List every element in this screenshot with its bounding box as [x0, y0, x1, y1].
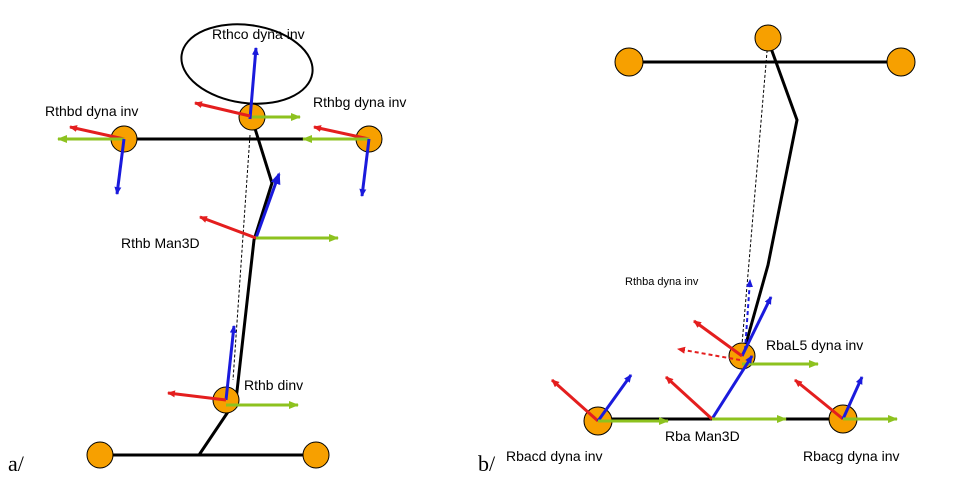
label-rba-man3d: Rba Man3D [665, 428, 740, 444]
b-right-hip-blue-arrow [841, 376, 864, 420]
label-rthbg: Rthbg dyna inv [313, 94, 406, 110]
head-ellipse [180, 23, 314, 105]
b-left-hip-blue-arrow [596, 374, 633, 422]
b-l5-blue-arrow [740, 296, 773, 357]
joint-right-hip [302, 441, 330, 469]
panel-a: Rthco dyna inv Rthbd dyna inv Rthbg dyna… [8, 23, 406, 476]
panel-b: Rthba dyna inv RbaL5 dyna inv Rba Man3D … [478, 24, 916, 476]
neck-blue-arrow [248, 47, 259, 120]
label-rbal5: RbaL5 dyna inv [766, 337, 863, 353]
label-rthco: Rthco dyna inv [212, 26, 305, 42]
b-joint-right-shoulder [886, 47, 916, 77]
left-shoulder-blue-arrow [114, 138, 126, 195]
neck-red-arrow [194, 101, 251, 118]
b-l5-red-dashed-arrow [677, 346, 741, 361]
right-shoulder-blue-arrow [359, 138, 371, 197]
label-rthba: Rthba dyna inv [625, 276, 699, 288]
label-rthb-dinv: Rthb dinv [244, 377, 303, 393]
label-rthbd: Rthbd dyna inv [45, 103, 138, 119]
vertical-reference-dashed [232, 134, 251, 381]
b-rthba-blue-dashed-arrow [744, 279, 753, 351]
b-man3d-red-arrow [664, 375, 714, 421]
left-shoulder-red-arrow [69, 125, 125, 141]
midspine-blue-arrow [254, 172, 281, 239]
b-vertical-reference-dashed [740, 39, 769, 357]
panel-a-tag: a/ [8, 451, 25, 476]
lumbar-blue-arrow [224, 325, 237, 401]
lumbar-red-arrow [167, 390, 227, 402]
b-left-hip-red-arrow [551, 378, 599, 423]
b-l5-red-arrow [693, 319, 743, 358]
spine-segment [197, 118, 274, 456]
joint-left-hip [86, 441, 114, 469]
midspine-red-arrow [199, 215, 257, 240]
b-spine-segment [740, 39, 799, 359]
b-man3d-blue-arrow [710, 355, 754, 420]
label-rbacd: Rbacd dyna inv [506, 448, 603, 464]
b-right-hip-red-arrow [794, 378, 844, 421]
label-rthb-man3d: Rthb Man3D [121, 235, 200, 251]
right-shoulder-red-arrow [313, 125, 370, 141]
panel-b-tag: b/ [478, 451, 496, 476]
label-rbacg: Rbacg dyna inv [803, 448, 900, 464]
b-joint-neck [754, 24, 782, 52]
b-joint-left-shoulder [614, 47, 644, 77]
